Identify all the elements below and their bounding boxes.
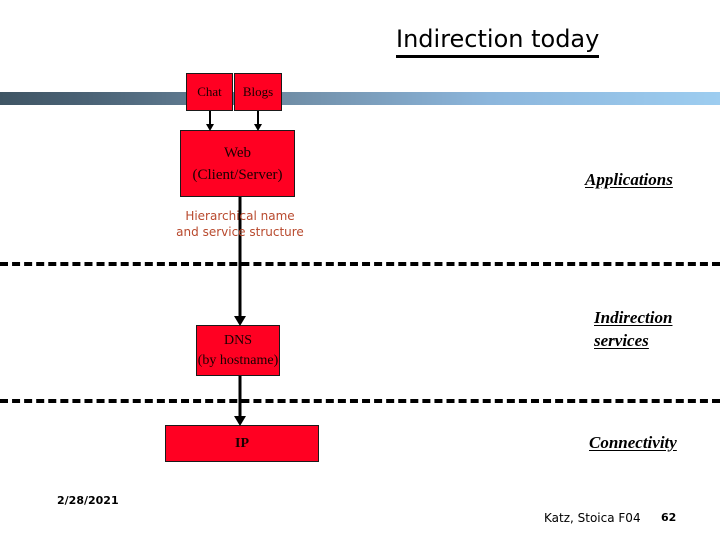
- page-title: Indirection today: [396, 24, 600, 58]
- annotation-line1: Hierarchical name: [185, 209, 295, 223]
- node-dns[interactable]: DNS (by hostname): [196, 325, 280, 376]
- layer-label-indirection-services: Indirection services: [594, 306, 672, 352]
- node-dns-label-line2: (by hostname): [197, 352, 279, 368]
- footer-page-number: 62: [661, 511, 677, 524]
- footer-date: 2/28/2021: [57, 494, 119, 507]
- header-gradient-band: [0, 92, 720, 105]
- arrow-dns-to-ip: [231, 376, 249, 426]
- arrowhead-icon: [254, 124, 262, 131]
- arrow-shaft: [257, 111, 259, 125]
- node-dns-label-line1: DNS: [223, 332, 252, 348]
- node-chat[interactable]: Chat: [186, 73, 233, 111]
- arrowhead-icon: [206, 124, 214, 131]
- layer-divider-upper: [0, 262, 720, 266]
- layer-label-connectivity: Connectivity: [589, 433, 677, 452]
- arrow-blogs-to-web: [251, 111, 265, 131]
- node-chat-label: Chat: [197, 84, 222, 99]
- node-blogs-label: Blogs: [242, 84, 274, 99]
- arrow-shaft: [209, 111, 211, 125]
- annotation-hierarchical-name: Hierarchical name and service structure: [160, 208, 320, 240]
- node-ip-label: IP: [235, 435, 249, 451]
- node-web-label-line1: Web: [223, 144, 252, 161]
- node-web[interactable]: Web (Client/Server): [180, 130, 295, 197]
- annotation-line2: and service structure: [176, 225, 304, 239]
- node-ip[interactable]: IP: [165, 425, 319, 462]
- layer-divider-lower: [0, 399, 720, 403]
- layer-label-indirection-line2: services: [594, 331, 649, 350]
- arrowhead-icon: [234, 416, 246, 426]
- arrow-chat-to-web: [203, 111, 217, 131]
- arrow-shaft: [238, 197, 242, 317]
- layer-label-indirection-line1: Indirection: [594, 308, 673, 327]
- node-web-label-line2: (Client/Server): [192, 166, 283, 183]
- arrow-shaft: [238, 376, 242, 417]
- arrowhead-icon: [234, 316, 246, 326]
- layer-label-applications: Applications: [585, 170, 673, 189]
- footer-credit: Katz, Stoica F04: [544, 511, 641, 525]
- node-blogs[interactable]: Blogs: [234, 73, 282, 111]
- arrow-web-to-dns: [231, 197, 249, 326]
